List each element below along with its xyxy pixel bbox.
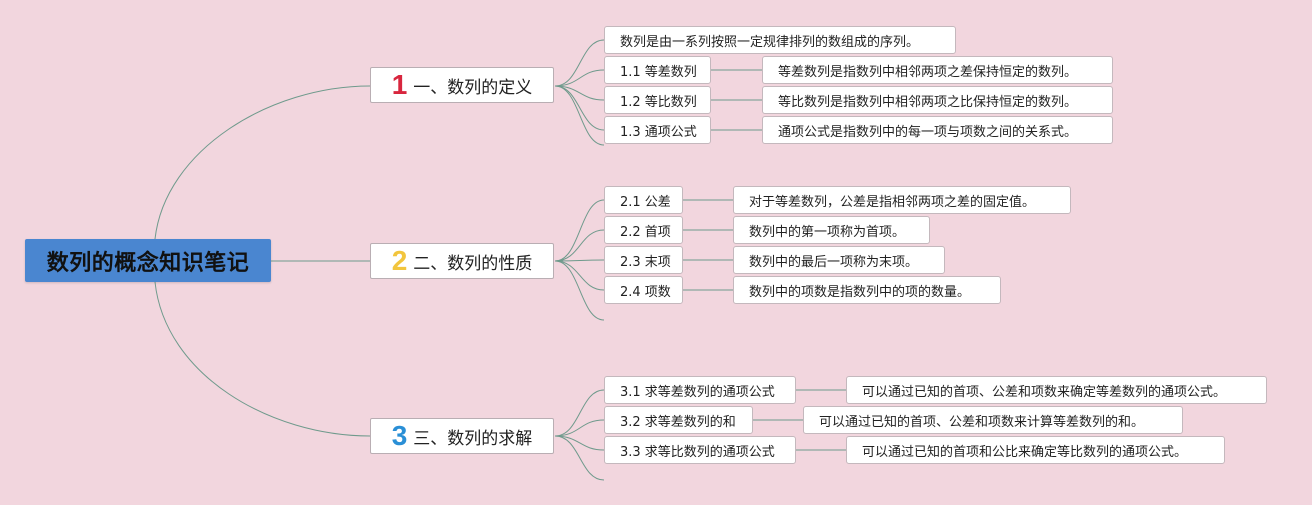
root-title: 数列的概念知识笔记	[46, 250, 250, 276]
item-label: 2.1 公差	[620, 194, 671, 210]
item-node-2-3[interactable]: 2.3 末项	[604, 246, 683, 274]
section-number-1: 1	[391, 69, 408, 100]
desc-node-2-1[interactable]: 对于等差数列，公差是指相邻两项之差的固定值。	[733, 186, 1071, 214]
desc-node-3-3[interactable]: 可以通过已知的首项和公比来确定等比数列的通项公式。	[846, 436, 1225, 464]
edge-sec1-intro	[554, 39, 605, 87]
item-node-1-3[interactable]: 1.3 通项公式	[604, 116, 711, 144]
edge-sec3-item1	[554, 389, 605, 437]
item-node-3-3[interactable]: 3.3 求等比数列的通项公式	[604, 436, 796, 464]
desc-node-1-2[interactable]: 等比数列是指数列中相邻两项之比保持恒定的数列。	[762, 86, 1113, 114]
item-node-3-2[interactable]: 3.2 求等差数列的和	[604, 406, 753, 434]
desc-node-3-2[interactable]: 可以通过已知的首项、公差和项数来计算等差数列的和。	[803, 406, 1183, 434]
item-label: 2.3 末项	[620, 254, 671, 270]
desc-text: 可以通过已知的首项和公比来确定等比数列的通项公式。	[862, 444, 1188, 460]
intro-text: 数列是由一系列按照一定规律排列的数组成的序列。	[620, 34, 920, 50]
desc-node-2-2[interactable]: 数列中的第一项称为首项。	[733, 216, 930, 244]
edge-sec2-item4	[554, 260, 605, 291]
edge-sec3-item2	[554, 419, 605, 437]
item-node-1-2[interactable]: 1.2 等比数列	[604, 86, 711, 114]
item-label: 1.3 通项公式	[620, 124, 697, 140]
item-label: 1.1 等差数列	[620, 64, 697, 80]
section-node-definition[interactable]: 1 一、数列的定义	[370, 67, 554, 103]
section-number-2: 2	[391, 245, 408, 276]
desc-node-1-1[interactable]: 等差数列是指数列中相邻两项之差保持恒定的数列。	[762, 56, 1113, 84]
desc-text: 通项公式是指数列中的每一项与项数之间的关系式。	[778, 124, 1078, 140]
edge-sec3-tail	[554, 435, 605, 481]
desc-text: 数列中的项数是指数列中的项的数量。	[749, 284, 971, 300]
item-label: 1.2 等比数列	[620, 94, 697, 110]
intro-node[interactable]: 数列是由一系列按照一定规律排列的数组成的序列。	[604, 26, 956, 54]
section-node-properties[interactable]: 2 二、数列的性质	[370, 243, 554, 279]
section-node-solving[interactable]: 3 三、数列的求解	[370, 418, 554, 454]
desc-text: 对于等差数列，公差是指相邻两项之差的固定值。	[749, 194, 1036, 210]
desc-text: 等比数列是指数列中相邻两项之比保持恒定的数列。	[778, 94, 1078, 110]
desc-text: 可以通过已知的首项、公差和项数来计算等差数列的和。	[819, 414, 1145, 430]
edge-root-sec3	[154, 281, 371, 437]
item-label: 2.4 项数	[620, 284, 671, 300]
desc-node-1-3[interactable]: 通项公式是指数列中的每一项与项数之间的关系式。	[762, 116, 1113, 144]
root-node[interactable]: 数列的概念知识笔记	[25, 239, 271, 282]
edge-sec1-item1	[554, 69, 605, 87]
section-label: 二、数列的性质	[413, 253, 533, 274]
edge-sec2-item1	[554, 199, 605, 262]
item-label: 3.1 求等差数列的通项公式	[620, 384, 775, 400]
edge-sec2-tail	[554, 260, 605, 321]
item-node-1-1[interactable]: 1.1 等差数列	[604, 56, 711, 84]
section-label: 一、数列的定义	[413, 77, 533, 98]
edge-root-sec1	[154, 85, 371, 240]
desc-node-3-1[interactable]: 可以通过已知的首项、公差和项数来确定等差数列的通项公式。	[846, 376, 1267, 404]
desc-text: 可以通过已知的首项、公差和项数来确定等差数列的通项公式。	[862, 384, 1227, 400]
edge-sec2-item2	[554, 229, 605, 262]
desc-node-2-3[interactable]: 数列中的最后一项称为末项。	[733, 246, 945, 274]
item-node-3-1[interactable]: 3.1 求等差数列的通项公式	[604, 376, 796, 404]
desc-text: 数列中的最后一项称为末项。	[749, 254, 919, 270]
desc-text: 数列中的第一项称为首项。	[749, 224, 906, 240]
item-node-2-4[interactable]: 2.4 项数	[604, 276, 683, 304]
desc-node-2-4[interactable]: 数列中的项数是指数列中的项的数量。	[733, 276, 1001, 304]
item-label: 3.2 求等差数列的和	[620, 414, 736, 430]
edge-sec2-item3	[554, 259, 605, 262]
item-node-2-2[interactable]: 2.2 首项	[604, 216, 683, 244]
item-label: 2.2 首项	[620, 224, 671, 240]
item-node-2-1[interactable]: 2.1 公差	[604, 186, 683, 214]
edge-sec1-tail	[554, 85, 605, 146]
item-label: 3.3 求等比数列的通项公式	[620, 444, 775, 460]
edge-sec3-item3	[554, 435, 605, 451]
section-label: 三、数列的求解	[413, 428, 533, 449]
section-number-3: 3	[391, 420, 408, 451]
desc-text: 等差数列是指数列中相邻两项之差保持恒定的数列。	[778, 64, 1078, 80]
